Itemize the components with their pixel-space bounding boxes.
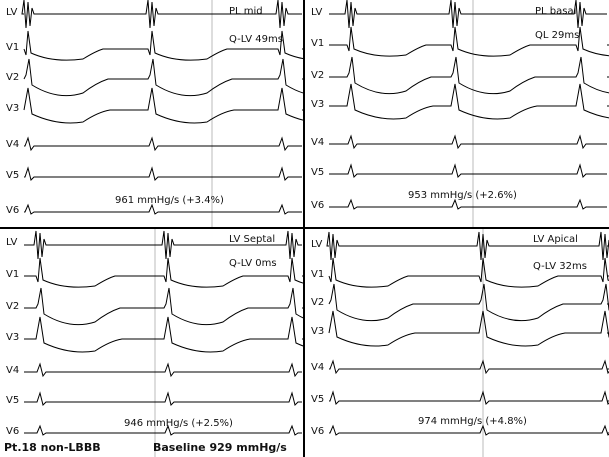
site-title: LV Apical — [533, 234, 578, 245]
ecg-trace-v5 — [329, 163, 607, 178]
ecg-trace-v1 — [329, 26, 609, 57]
ecg-trace-lv — [21, 0, 302, 29]
lead-label-v5: V5 — [311, 167, 325, 178]
q-lv-timing: QL 29ms — [535, 30, 580, 41]
lead-label-v5: V5 — [311, 394, 325, 405]
lead-label-v4: V4 — [6, 365, 20, 376]
ecg-trace-v6 — [24, 203, 302, 215]
lead-label-v6: V6 — [311, 200, 325, 211]
ecg-trace-lv — [24, 230, 302, 260]
baseline-label: Baseline 929 mmHg/s — [153, 441, 287, 454]
ecg-trace-v2 — [328, 283, 609, 322]
site-title: PL basal — [535, 6, 577, 17]
traces-svg — [21, 0, 304, 228]
ecg-trace-v2 — [329, 56, 609, 95]
ecg-trace-v4 — [329, 134, 607, 150]
lead-label-v6: V6 — [6, 205, 20, 216]
ecg-trace-v6 — [329, 198, 607, 210]
patient-label: Pt.18 non-LBBB — [4, 441, 101, 454]
site-title: LV Septal — [229, 234, 276, 245]
ecg-trace-v5 — [24, 391, 302, 406]
ecg-trace-v5 — [24, 166, 302, 181]
q-lv-timing: Q-LV 49ms — [229, 34, 283, 45]
lead-label-lv: LV — [311, 239, 323, 250]
lead-label-v4: V4 — [311, 137, 325, 148]
lead-label-v1: V1 — [6, 269, 20, 280]
ecg-trace-v2 — [23, 58, 304, 97]
q-lv-timing: Q-LV 32ms — [533, 261, 587, 272]
lead-label-v1: V1 — [311, 269, 325, 280]
ecg-trace-lv — [329, 0, 607, 29]
lead-label-v6: V6 — [6, 426, 20, 437]
panel-pl-mid: LV V1 V2 V3 V4 V5 V6 PL mid Q-LV 49ms 96… — [0, 0, 304, 228]
ecg-trace-v1 — [23, 30, 304, 61]
dpdt-result: 953 mmHg/s (+2.6%) — [408, 190, 517, 201]
ecg-trace-v4 — [24, 362, 302, 378]
ecg-trace-v2 — [24, 287, 304, 326]
lead-label-v5: V5 — [6, 395, 20, 406]
lead-label-v3: V3 — [6, 332, 20, 343]
lead-label-v1: V1 — [6, 42, 20, 53]
dpdt-result: 974 mmHg/s (+4.8%) — [418, 416, 527, 427]
traces-svg — [24, 229, 304, 457]
ecg-trace-v3 — [23, 87, 304, 124]
lead-label-lv: LV — [6, 237, 18, 248]
traces-svg — [329, 0, 609, 228]
lead-label-v3: V3 — [311, 326, 325, 337]
ecg-trace-v1 — [24, 257, 304, 288]
ecg-trace-v3 — [328, 310, 609, 347]
lead-label-v2: V2 — [311, 297, 325, 308]
q-lv-timing: Q-LV 0ms — [229, 258, 277, 269]
ecg-trace-v1 — [328, 257, 609, 288]
dpdt-result: 961 mmHg/s (+3.4%) — [115, 195, 224, 206]
lead-label-v3: V3 — [6, 103, 20, 114]
ecg-trace-v3 — [329, 83, 609, 120]
ecg-trace-v6 — [329, 424, 609, 436]
lead-label-lv: LV — [311, 7, 323, 18]
site-title: PL mid — [229, 6, 263, 17]
ecg-trace-v4 — [329, 359, 609, 375]
lead-label-v5: V5 — [6, 170, 20, 181]
horizontal-divider — [0, 227, 609, 229]
lead-label-v4: V4 — [311, 362, 325, 373]
panel-lv-apical: LV V1 V2 V3 V4 V5 V6 LV Apical Q-LV 32ms… — [305, 229, 609, 457]
panel-pl-basal: LV V1 V2 V3 V4 V5 V6 PL basal QL 29ms 95… — [305, 0, 609, 228]
lead-label-v1: V1 — [311, 38, 325, 49]
lead-label-v6: V6 — [311, 426, 325, 437]
ecg-trace-v6 — [24, 424, 302, 436]
lead-label-v4: V4 — [6, 139, 20, 150]
ecg-trace-lv — [326, 231, 609, 261]
lead-label-v2: V2 — [6, 301, 20, 312]
lead-label-v2: V2 — [311, 70, 325, 81]
dpdt-result: 946 mmHg/s (+2.5%) — [124, 418, 233, 429]
ecg-trace-v5 — [329, 390, 609, 405]
lead-label-v2: V2 — [6, 72, 20, 83]
ecg-trace-v3 — [24, 316, 304, 353]
ecg-trace-v4 — [24, 136, 302, 152]
traces-svg — [326, 229, 609, 457]
lead-label-lv: LV — [6, 7, 18, 18]
panel-lv-septal: LV V1 V2 V3 V4 V5 V6 LV Septal Q-LV 0ms … — [0, 229, 304, 457]
lead-label-v3: V3 — [311, 99, 325, 110]
